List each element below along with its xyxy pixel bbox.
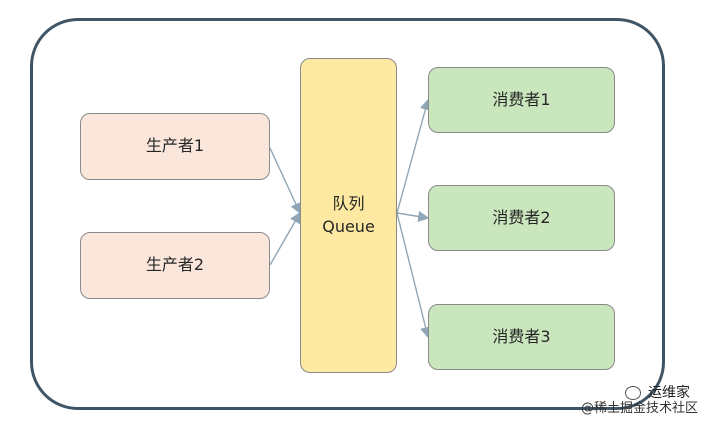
arrow-producer2-to-queue	[269, 211, 301, 266]
arrow-queue-to-consumer3	[396, 212, 432, 339]
consumer-2-label: 消费者2	[492, 207, 551, 227]
consumer-3-label: 消费者3	[492, 326, 551, 346]
queue-label-en: Queue	[322, 216, 375, 236]
watermark-account: 运维家	[624, 382, 690, 402]
watermark-source: @稀土掘金技术社区	[581, 397, 698, 416]
consumer-2: 消费者2	[428, 185, 615, 251]
wechat-icon	[624, 386, 641, 400]
arrow-queue-to-consumer2	[396, 210, 430, 222]
consumer-3: 消费者3	[428, 304, 615, 370]
producer-2: 生产者2	[80, 232, 270, 299]
queue-box: 队列 Queue	[300, 58, 397, 373]
arrow-producer1-to-queue	[269, 147, 301, 215]
arrow-queue-to-consumer1	[396, 98, 431, 214]
watermark-account-text: 运维家	[648, 385, 690, 401]
producer-1-label: 生产者1	[145, 136, 205, 156]
producer-1: 生产者1	[80, 113, 270, 180]
consumer-1: 消费者1	[428, 67, 615, 133]
consumer-1-label: 消费者1	[492, 89, 551, 109]
watermark-source-text: @稀土掘金技术社区	[580, 401, 698, 416]
producer-2-label: 生产者2	[145, 255, 205, 275]
queue-label-cn: 队列	[332, 194, 365, 214]
